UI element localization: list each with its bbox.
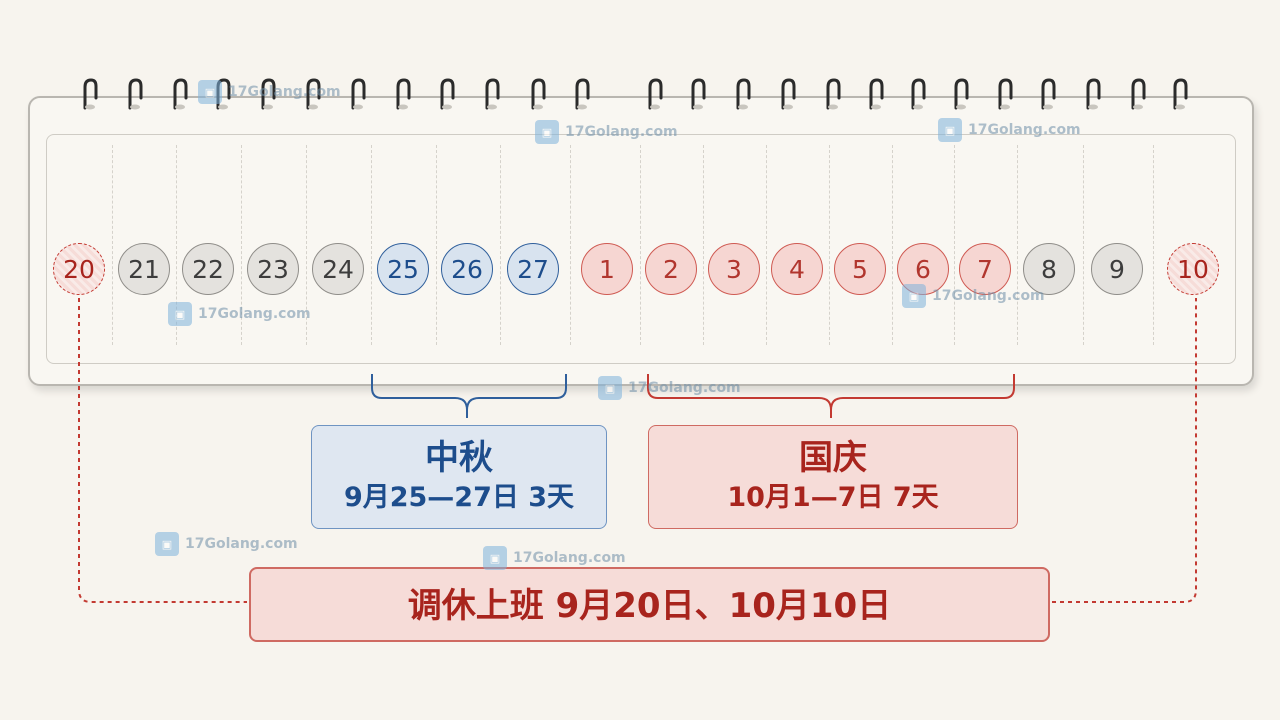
day-mid-circle: 25 — [377, 243, 429, 295]
watermark-text: 17Golang.com — [228, 84, 341, 100]
binder-ring-icon — [531, 78, 546, 110]
watermark-logo-icon: ▣ — [938, 118, 962, 142]
day-mid-circle: 26 — [441, 243, 493, 295]
watermark: ▣ 17Golang.com — [155, 532, 298, 556]
column-divider — [1153, 145, 1154, 345]
watermark-text: 17Golang.com — [932, 288, 1045, 304]
column-divider — [640, 145, 641, 345]
day-nat-circle: 5 — [834, 243, 886, 295]
mid-autumn-dates: 9月25—27日 3天 — [343, 482, 575, 513]
watermark-text: 17Golang.com — [198, 306, 311, 322]
watermark: ▣ 17Golang.com — [598, 376, 741, 400]
column-divider — [1083, 145, 1084, 345]
binder-ring-icon — [351, 78, 366, 110]
binder-ring-icon — [173, 78, 188, 110]
binder-ring-icon — [1086, 78, 1101, 110]
column-divider — [766, 145, 767, 345]
watermark-logo-icon: ▣ — [198, 80, 222, 104]
day-normal-circle: 8 — [1023, 243, 1075, 295]
binder-ring-icon — [306, 78, 321, 110]
day-normal-circle: 24 — [312, 243, 364, 295]
column-divider — [306, 145, 307, 345]
binder-ring-icon — [440, 78, 455, 110]
watermark-logo-icon: ▣ — [598, 376, 622, 400]
day-normal-circle: 21 — [118, 243, 170, 295]
makeup-connector-left — [78, 298, 247, 603]
binder-ring-icon — [648, 78, 663, 110]
binder-ring-icon — [1131, 78, 1146, 110]
column-divider — [500, 145, 501, 345]
binder-ring-icon — [485, 78, 500, 110]
column-divider — [954, 145, 955, 345]
watermark: ▣ 17Golang.com — [168, 302, 311, 326]
watermark-logo-icon: ▣ — [483, 546, 507, 570]
binder-ring-icon — [869, 78, 884, 110]
makeup-work-box: 调休上班 9月20日、10月10日 — [249, 567, 1050, 642]
binder-ring-icon — [261, 78, 276, 110]
day-normal-circle: 23 — [247, 243, 299, 295]
column-divider — [1017, 145, 1018, 345]
watermark-logo-icon: ▣ — [535, 120, 559, 144]
watermark-logo-icon: ▣ — [168, 302, 192, 326]
column-divider — [176, 145, 177, 345]
mid-autumn-box: 中秋 9月25—27日 3天 — [311, 425, 607, 529]
watermark: ▣ 17Golang.com — [938, 118, 1081, 142]
mid-autumn-bracket — [371, 374, 567, 418]
calendar-inner-frame — [46, 134, 1236, 364]
column-divider — [703, 145, 704, 345]
makeup-connector-right — [1052, 298, 1197, 603]
watermark: ▣ 17Golang.com — [902, 284, 1045, 308]
binder-ring-icon — [396, 78, 411, 110]
binder-ring-icon — [781, 78, 796, 110]
binder-ring-icon — [1173, 78, 1188, 110]
national-day-dates: 10月1—7日 7天 — [727, 482, 939, 513]
day-work-circle: 20 — [53, 243, 105, 295]
column-divider — [436, 145, 437, 345]
watermark-text: 17Golang.com — [513, 550, 626, 566]
mid-autumn-title: 中秋 — [425, 438, 493, 478]
binder-ring-icon — [736, 78, 751, 110]
binder-ring-icon — [691, 78, 706, 110]
column-divider — [371, 145, 372, 345]
watermark-text: 17Golang.com — [628, 380, 741, 396]
watermark: ▣ 17Golang.com — [198, 80, 341, 104]
watermark: ▣ 17Golang.com — [535, 120, 678, 144]
day-nat-circle: 1 — [581, 243, 633, 295]
watermark-logo-icon: ▣ — [155, 532, 179, 556]
watermark: ▣ 17Golang.com — [483, 546, 626, 570]
binder-ring-icon — [575, 78, 590, 110]
watermark-text: 17Golang.com — [565, 124, 678, 140]
day-mid-circle: 27 — [507, 243, 559, 295]
column-divider — [829, 145, 830, 345]
binder-ring-icon — [954, 78, 969, 110]
day-nat-circle: 2 — [645, 243, 697, 295]
binder-ring-icon — [998, 78, 1013, 110]
day-nat-circle: 7 — [959, 243, 1011, 295]
column-divider — [892, 145, 893, 345]
day-nat-circle: 3 — [708, 243, 760, 295]
day-nat-circle: 4 — [771, 243, 823, 295]
makeup-work-text: 调休上班 9月20日、10月10日 — [407, 586, 892, 626]
day-normal-circle: 9 — [1091, 243, 1143, 295]
national-day-title: 国庆 — [799, 438, 867, 478]
binder-ring-icon — [911, 78, 926, 110]
column-divider — [570, 145, 571, 345]
day-normal-circle: 22 — [182, 243, 234, 295]
watermark-logo-icon: ▣ — [902, 284, 926, 308]
column-divider — [112, 145, 113, 345]
calendar-card — [28, 96, 1254, 386]
watermark-text: 17Golang.com — [185, 536, 298, 552]
binder-ring-icon — [83, 78, 98, 110]
binder-ring-icon — [128, 78, 143, 110]
column-divider — [241, 145, 242, 345]
watermark-text: 17Golang.com — [968, 122, 1081, 138]
binder-ring-icon — [1041, 78, 1056, 110]
national-day-bracket — [647, 374, 1015, 418]
national-day-box: 国庆 10月1—7日 7天 — [648, 425, 1018, 529]
day-work-circle: 10 — [1167, 243, 1219, 295]
binder-ring-icon — [826, 78, 841, 110]
